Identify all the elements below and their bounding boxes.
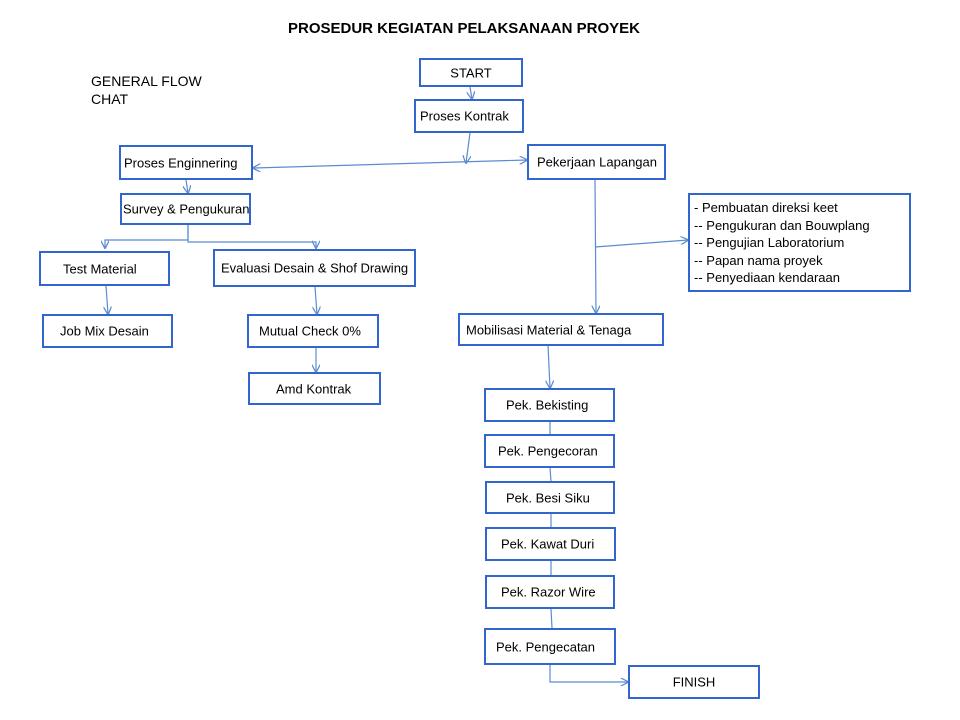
node-finish: FINISH — [628, 665, 760, 699]
node-start-label: START — [450, 65, 492, 80]
node-mutual-check-label: Mutual Check 0% — [259, 323, 361, 339]
node-pek-kawat-duri: Pek. Kawat Duri — [485, 527, 616, 561]
node-razor-wire-label: Pek. Razor Wire — [501, 584, 596, 600]
subtitle-line-2: CHAT — [91, 91, 129, 107]
node-test-material: Test Material — [39, 251, 170, 286]
node-evaluasi-desain: Evaluasi Desain & Shof Drawing — [213, 249, 416, 287]
node-pengecatan-label: Pek. Pengecatan — [496, 639, 596, 654]
lapangan-list-item: -- Papan nama proyek — [694, 252, 823, 268]
node-proses-kontrak: Proses Kontrak — [414, 99, 524, 133]
connector-enginnering-lapangan — [253, 160, 527, 168]
node-pekerjaan-lapangan-label: Pekerjaan Lapangan — [537, 154, 657, 170]
node-job-mix-desain: Job Mix Desain — [42, 314, 173, 348]
node-kawat-duri-label: Pek. Kawat Duri — [501, 536, 595, 552]
connector-mobilisasi-bekisting — [548, 344, 550, 388]
node-amd-kontrak-label: Amd Kontrak — [276, 381, 352, 396]
node-pekerjaan-lapangan: Pekerjaan Lapangan — [527, 144, 666, 180]
node-finish-label: FINISH — [672, 674, 716, 690]
node-pek-besi-siku: Pek. Besi Siku — [485, 481, 615, 514]
connector-pengecoran-besi — [549, 467, 552, 482]
lapangan-list-item: -- Penyediaan kendaraan — [694, 270, 840, 285]
connector-survey-split-right — [187, 225, 316, 248]
node-pek-pengecoran: Pek. Pengecoran — [484, 434, 615, 468]
node-mobilisasi-label: Mobilisasi Material & Tenaga — [466, 322, 632, 337]
lapangan-list-item: -- Pengukuran dan Bouwplang — [694, 217, 870, 233]
lapangan-list-item: -- Pengujian Laboratorium — [694, 235, 845, 250]
node-evaluasi-label: Evaluasi Desain & Shof Drawing — [221, 260, 409, 276]
connector-evaluasi-mutual — [315, 286, 317, 314]
node-pek-razor-wire: Pek. Razor Wire — [485, 575, 615, 609]
node-pek-pengecatan: Pek. Pengecatan — [484, 628, 616, 665]
node-lapangan-list: - Pembuatan direksi keet -- Pengukuran d… — [688, 193, 911, 292]
node-survey-label: Survey & Pengukuran — [123, 201, 250, 217]
subtitle-line-1: GENERAL FLOW — [91, 73, 202, 89]
node-bekisting-label: Pek. Bekisting — [506, 397, 589, 413]
connector-lapangan-list — [594, 240, 688, 248]
node-mobilisasi: Mobilisasi Material & Tenaga — [458, 313, 664, 346]
connector-razor-pengecatan — [550, 608, 553, 629]
node-pek-bekisting: Pek. Bekisting — [484, 388, 615, 422]
connector-survey-split — [105, 225, 189, 248]
node-proses-enginnering-label: Proses Enginnering — [124, 155, 238, 170]
connector-pengecatan-finish — [549, 665, 628, 682]
page-title: PROSEDUR KEGIATAN PELAKSANAAN PROYEK — [288, 20, 640, 37]
node-amd-kontrak: Amd Kontrak — [248, 372, 381, 405]
node-job-mix-label: Job Mix Desain — [60, 323, 149, 339]
node-proses-kontrak-label: Proses Kontrak — [420, 108, 509, 124]
node-pengecoran-label: Pek. Pengecoran — [498, 443, 598, 459]
subtitle: GENERAL FLOW CHAT — [91, 72, 231, 108]
connector-test-jobmix — [106, 285, 108, 314]
connector-start-kontrak — [470, 86, 472, 99]
node-proses-enginnering: Proses Enginnering — [119, 145, 253, 180]
node-besi-siku-label: Pek. Besi Siku — [506, 490, 590, 505]
node-start: START — [419, 58, 523, 87]
lapangan-list-item: - Pembuatan direksi keet — [694, 200, 838, 215]
node-mutual-check: Mutual Check 0% — [247, 314, 379, 348]
connector-kontrak-down — [466, 132, 470, 163]
node-test-material-label: Test Material — [63, 261, 137, 276]
node-survey-pengukuran: Survey & Pengukuran — [120, 193, 251, 225]
connector-enginnering-survey — [186, 179, 188, 193]
